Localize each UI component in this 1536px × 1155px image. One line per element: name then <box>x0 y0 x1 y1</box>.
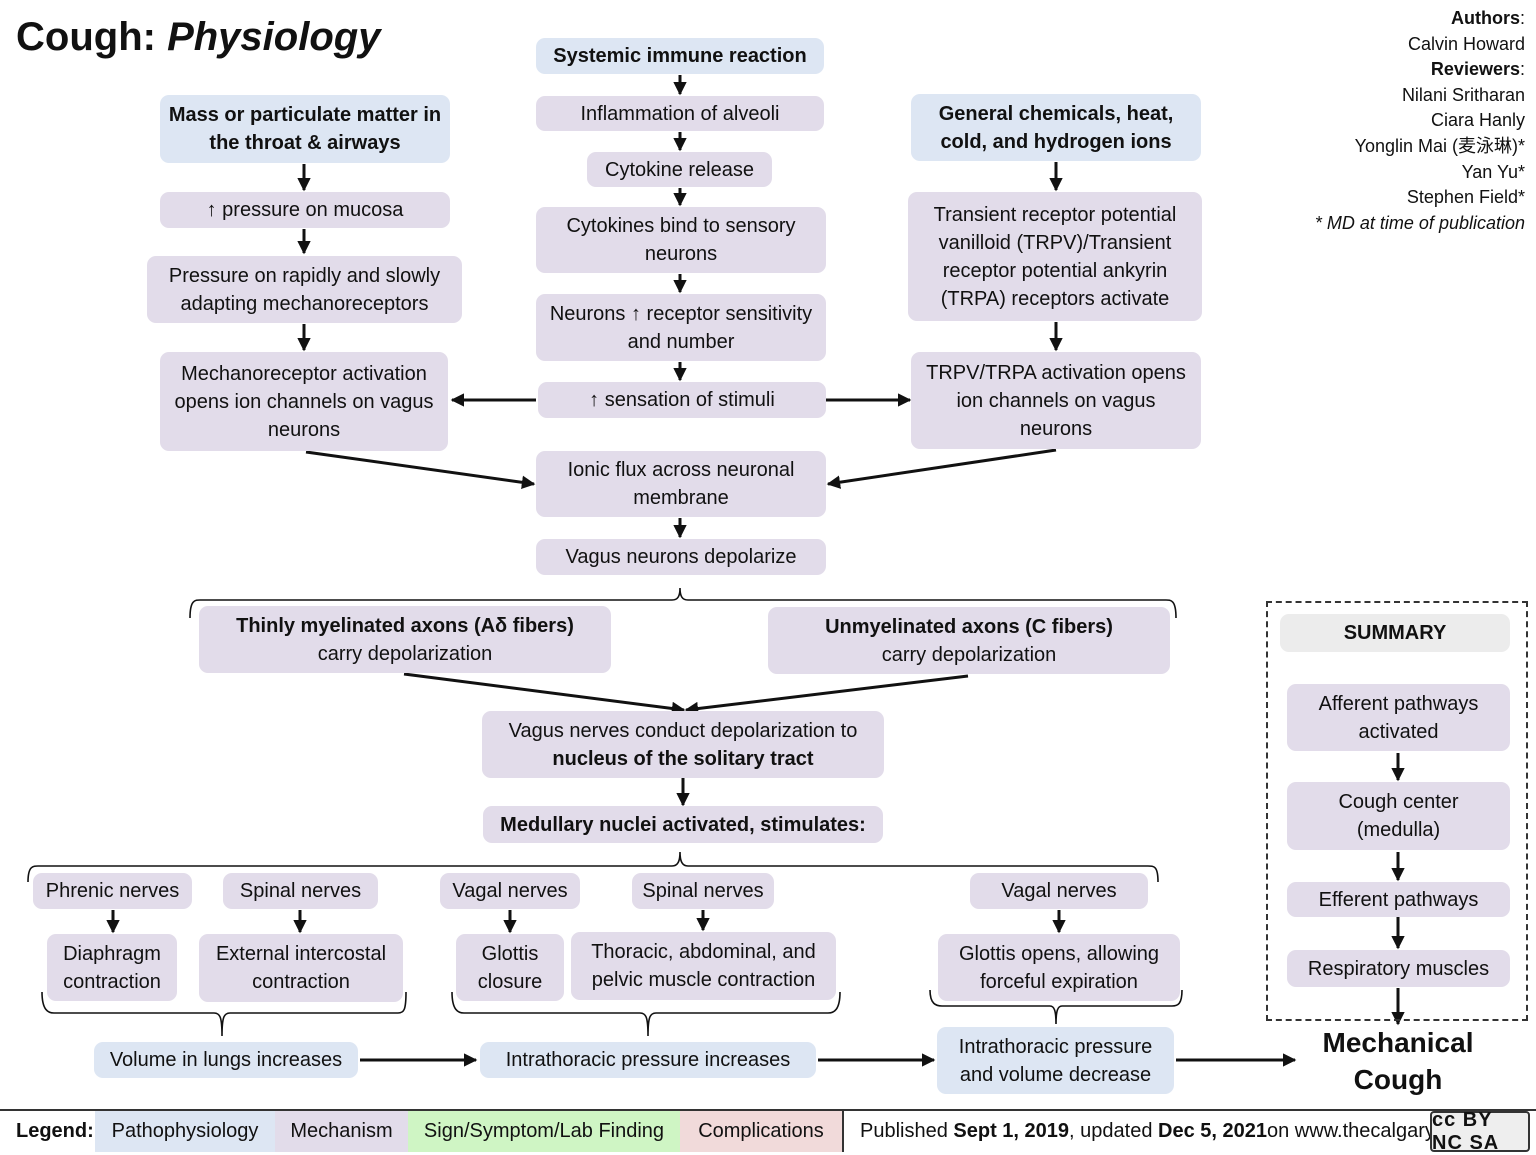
cytokine-release-box: Cytokine release <box>587 152 772 187</box>
vagal-nerves-box: Vagal nerves <box>440 873 580 909</box>
spinal-nerves-box-2: Spinal nerves <box>632 873 774 909</box>
mechanical-cough-outcome: Mechanical Cough <box>1322 1027 1474 1095</box>
authors-label: Authors <box>1450 8 1520 28</box>
reviewer-name: Ciara Hanly <box>1430 110 1525 131</box>
reviewers-label: Reviewers <box>1430 59 1520 80</box>
summary-heading: SUMMARY <box>1280 614 1510 652</box>
reviewer-name: Stephen Field* <box>1406 187 1525 208</box>
intrathoracic-decrease-box: Intrathoracic pressure and volume decrea… <box>937 1027 1174 1094</box>
summary-muscles-box: Respiratory muscles <box>1287 950 1510 987</box>
pressure-mucosa-box: ↑ pressure on mucosa <box>160 192 450 228</box>
neurons-receptor-box: Neurons ↑ receptor sensitivity and numbe… <box>536 294 826 361</box>
sensation-stimuli-box: ↑ sensation of stimuli <box>538 382 826 418</box>
title-subtitle: Physiology <box>167 15 381 59</box>
title-main: Cough: <box>16 15 168 59</box>
glottis-opens-box: Glottis opens, allowing forceful expirat… <box>938 934 1180 1001</box>
nucleus-solitary-tract-box: Vagus nerves conduct depolarization to n… <box>482 711 884 778</box>
c-fibers-text: carry depolarization <box>881 643 1057 666</box>
legend-pathophysiology: Pathophysiology <box>95 1111 275 1152</box>
lung-volume-box: Volume in lungs increases <box>94 1042 358 1078</box>
published-prefix: Published <box>860 1120 948 1142</box>
intrathoracic-increase-box: Intrathoracic pressure increases <box>480 1042 816 1078</box>
medullary-nuclei-box: Medullary nuclei activated, stimulates: <box>483 806 883 843</box>
published-middle: , updated <box>1069 1120 1153 1142</box>
legend-sign-symptom: Sign/Symptom/Lab Finding <box>408 1111 680 1152</box>
spinal-nerves-box: Spinal nerves <box>223 873 378 909</box>
author-name: Calvin Howard <box>1407 33 1525 54</box>
trp-activation-box: TRPV/TRPA activation opens ion channels … <box>911 352 1201 449</box>
page-title: Cough: Physiology <box>16 12 380 62</box>
a-delta-fibers-title: Thinly myelinated axons (Aδ fibers) <box>236 614 574 637</box>
updated-date: Dec 5, 2021 <box>1158 1120 1267 1142</box>
intercostal-contraction-box: External intercostal contraction <box>199 934 403 1002</box>
ionic-flux-box: Ionic flux across neuronal membrane <box>536 451 826 517</box>
credits-block: Authors: Calvin Howard Reviewers: Nilani… <box>1315 6 1525 236</box>
vagus-depolarize-box: Vagus neurons depolarize <box>536 539 826 575</box>
nucleus-solitary-tract-text: nucleus of the solitary tract <box>552 747 814 770</box>
cc-license-icon: cc BY NC SA <box>1430 1109 1530 1154</box>
credits-footnote: * MD at time of publication <box>1314 212 1525 233</box>
summary-frame <box>1266 601 1528 1021</box>
legend-label: Legend: <box>16 1120 94 1142</box>
summary-cough-center-box: Cough center (medulla) <box>1287 782 1510 850</box>
a-delta-fibers-box: Thinly myelinated axons (Aδ fibers) carr… <box>199 606 611 673</box>
c-fibers-title: Unmyelinated axons (C fibers) <box>825 615 1113 638</box>
summary-afferent-box: Afferent pathways activated <box>1287 684 1510 751</box>
c-fibers-box: Unmyelinated axons (C fibers) carry depo… <box>768 607 1170 674</box>
legend-complications: Complications <box>680 1111 842 1152</box>
glottis-closure-box: Glottis closure <box>456 934 564 1001</box>
vagus-conduct-text: Vagus nerves conduct depolarization to <box>508 719 858 742</box>
pressure-mechanoreceptors-box: Pressure on rapidly and slowly adapting … <box>147 256 462 323</box>
chemicals-box: General chemicals, heat, cold, and hydro… <box>911 94 1201 161</box>
legend-divider <box>842 1111 844 1152</box>
legend-mechanism: Mechanism <box>275 1111 408 1152</box>
published-date: Sept 1, 2019 <box>953 1120 1070 1142</box>
mechanoreceptor-activation-box: Mechanoreceptor activation opens ion cha… <box>160 352 448 451</box>
muscle-contraction-box: Thoracic, abdominal, and pelvic muscle c… <box>571 932 836 1000</box>
legend-bar: Legend: Pathophysiology Mechanism Sign/S… <box>0 1109 1536 1154</box>
phrenic-nerves-box: Phrenic nerves <box>33 873 192 909</box>
reviewer-name: Yonglin Mai (麦泳琳)* <box>1354 135 1525 156</box>
summary-efferent-box: Efferent pathways <box>1287 882 1510 917</box>
trp-receptors-box: Transient receptor potential vanilloid (… <box>908 192 1202 321</box>
publication-info: Published Sept 1, 2019, updated Dec 5, 2… <box>860 1111 1527 1152</box>
inflammation-box: Inflammation of alveoli <box>536 96 824 131</box>
mass-particulate-box: Mass or particulate matter in the throat… <box>160 95 450 163</box>
vagal-nerves-box-2: Vagal nerves <box>970 873 1148 909</box>
cytokines-bind-box: Cytokines bind to sensory neurons <box>536 207 826 273</box>
diaphragm-contraction-box: Diaphragm contraction <box>47 934 177 1001</box>
reviewer-name: Yan Yu* <box>1461 161 1525 182</box>
a-delta-fibers-text: carry depolarization <box>317 642 493 665</box>
reviewer-name: Nilani Sritharan <box>1401 84 1525 105</box>
systemic-immune-box: Systemic immune reaction <box>536 38 824 74</box>
